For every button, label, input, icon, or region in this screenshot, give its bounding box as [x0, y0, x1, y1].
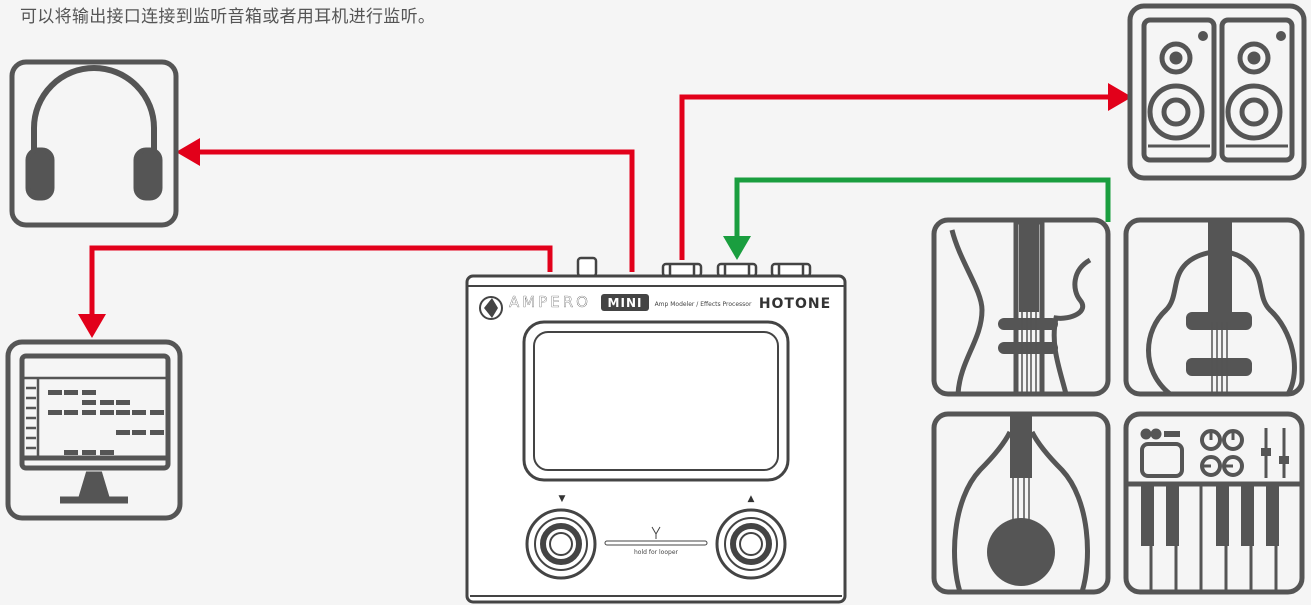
- device-tagline: Amp Modeler / Effects Processor: [655, 301, 752, 308]
- synthesizer-keyboard-icon: [1123, 411, 1305, 595]
- cable-to-computer: [89, 245, 553, 318]
- acoustic-guitar-icon: [1123, 217, 1305, 397]
- ampero-logo-icon: [478, 296, 504, 320]
- arrow-input: [723, 236, 751, 260]
- device-model-sub: MINI: [608, 296, 643, 310]
- ampero-mini-device: AMPERO MINI Amp Modeler / Effects Proces…: [465, 256, 847, 604]
- looper-label: hold for looper: [634, 549, 679, 556]
- device-top-connectors: [576, 256, 812, 278]
- device-brand: HOTONE: [759, 296, 831, 312]
- headphones-icon: [9, 59, 179, 228]
- looper-icon: [651, 526, 661, 539]
- classical-guitar-icon: [931, 411, 1111, 595]
- cable-from-instruments: [734, 177, 1111, 238]
- cable-to-speakers: [679, 94, 1110, 260]
- device-model-sub-badge: [601, 294, 649, 311]
- studio-monitor-speakers-icon: [1127, 3, 1307, 181]
- footswitch-left[interactable]: [525, 508, 597, 580]
- arrow-speakers: [1108, 83, 1132, 111]
- footswitch-left-arrow: ▼: [559, 494, 566, 504]
- electric-guitar-icon: [931, 217, 1111, 397]
- footswitch-right[interactable]: [715, 508, 787, 580]
- computer-monitor-icon: [5, 339, 183, 521]
- arrow-computer: [78, 314, 106, 338]
- cable-to-headphones: [196, 149, 635, 272]
- arrow-headphones: [176, 138, 200, 166]
- footswitch-right-arrow: ▲: [748, 494, 755, 504]
- device-model-main: AMPERO: [509, 293, 591, 311]
- device-screen: [522, 320, 790, 482]
- caption-text: 可以将输出接口连接到监听音箱或者用耳机进行监听。: [20, 7, 436, 27]
